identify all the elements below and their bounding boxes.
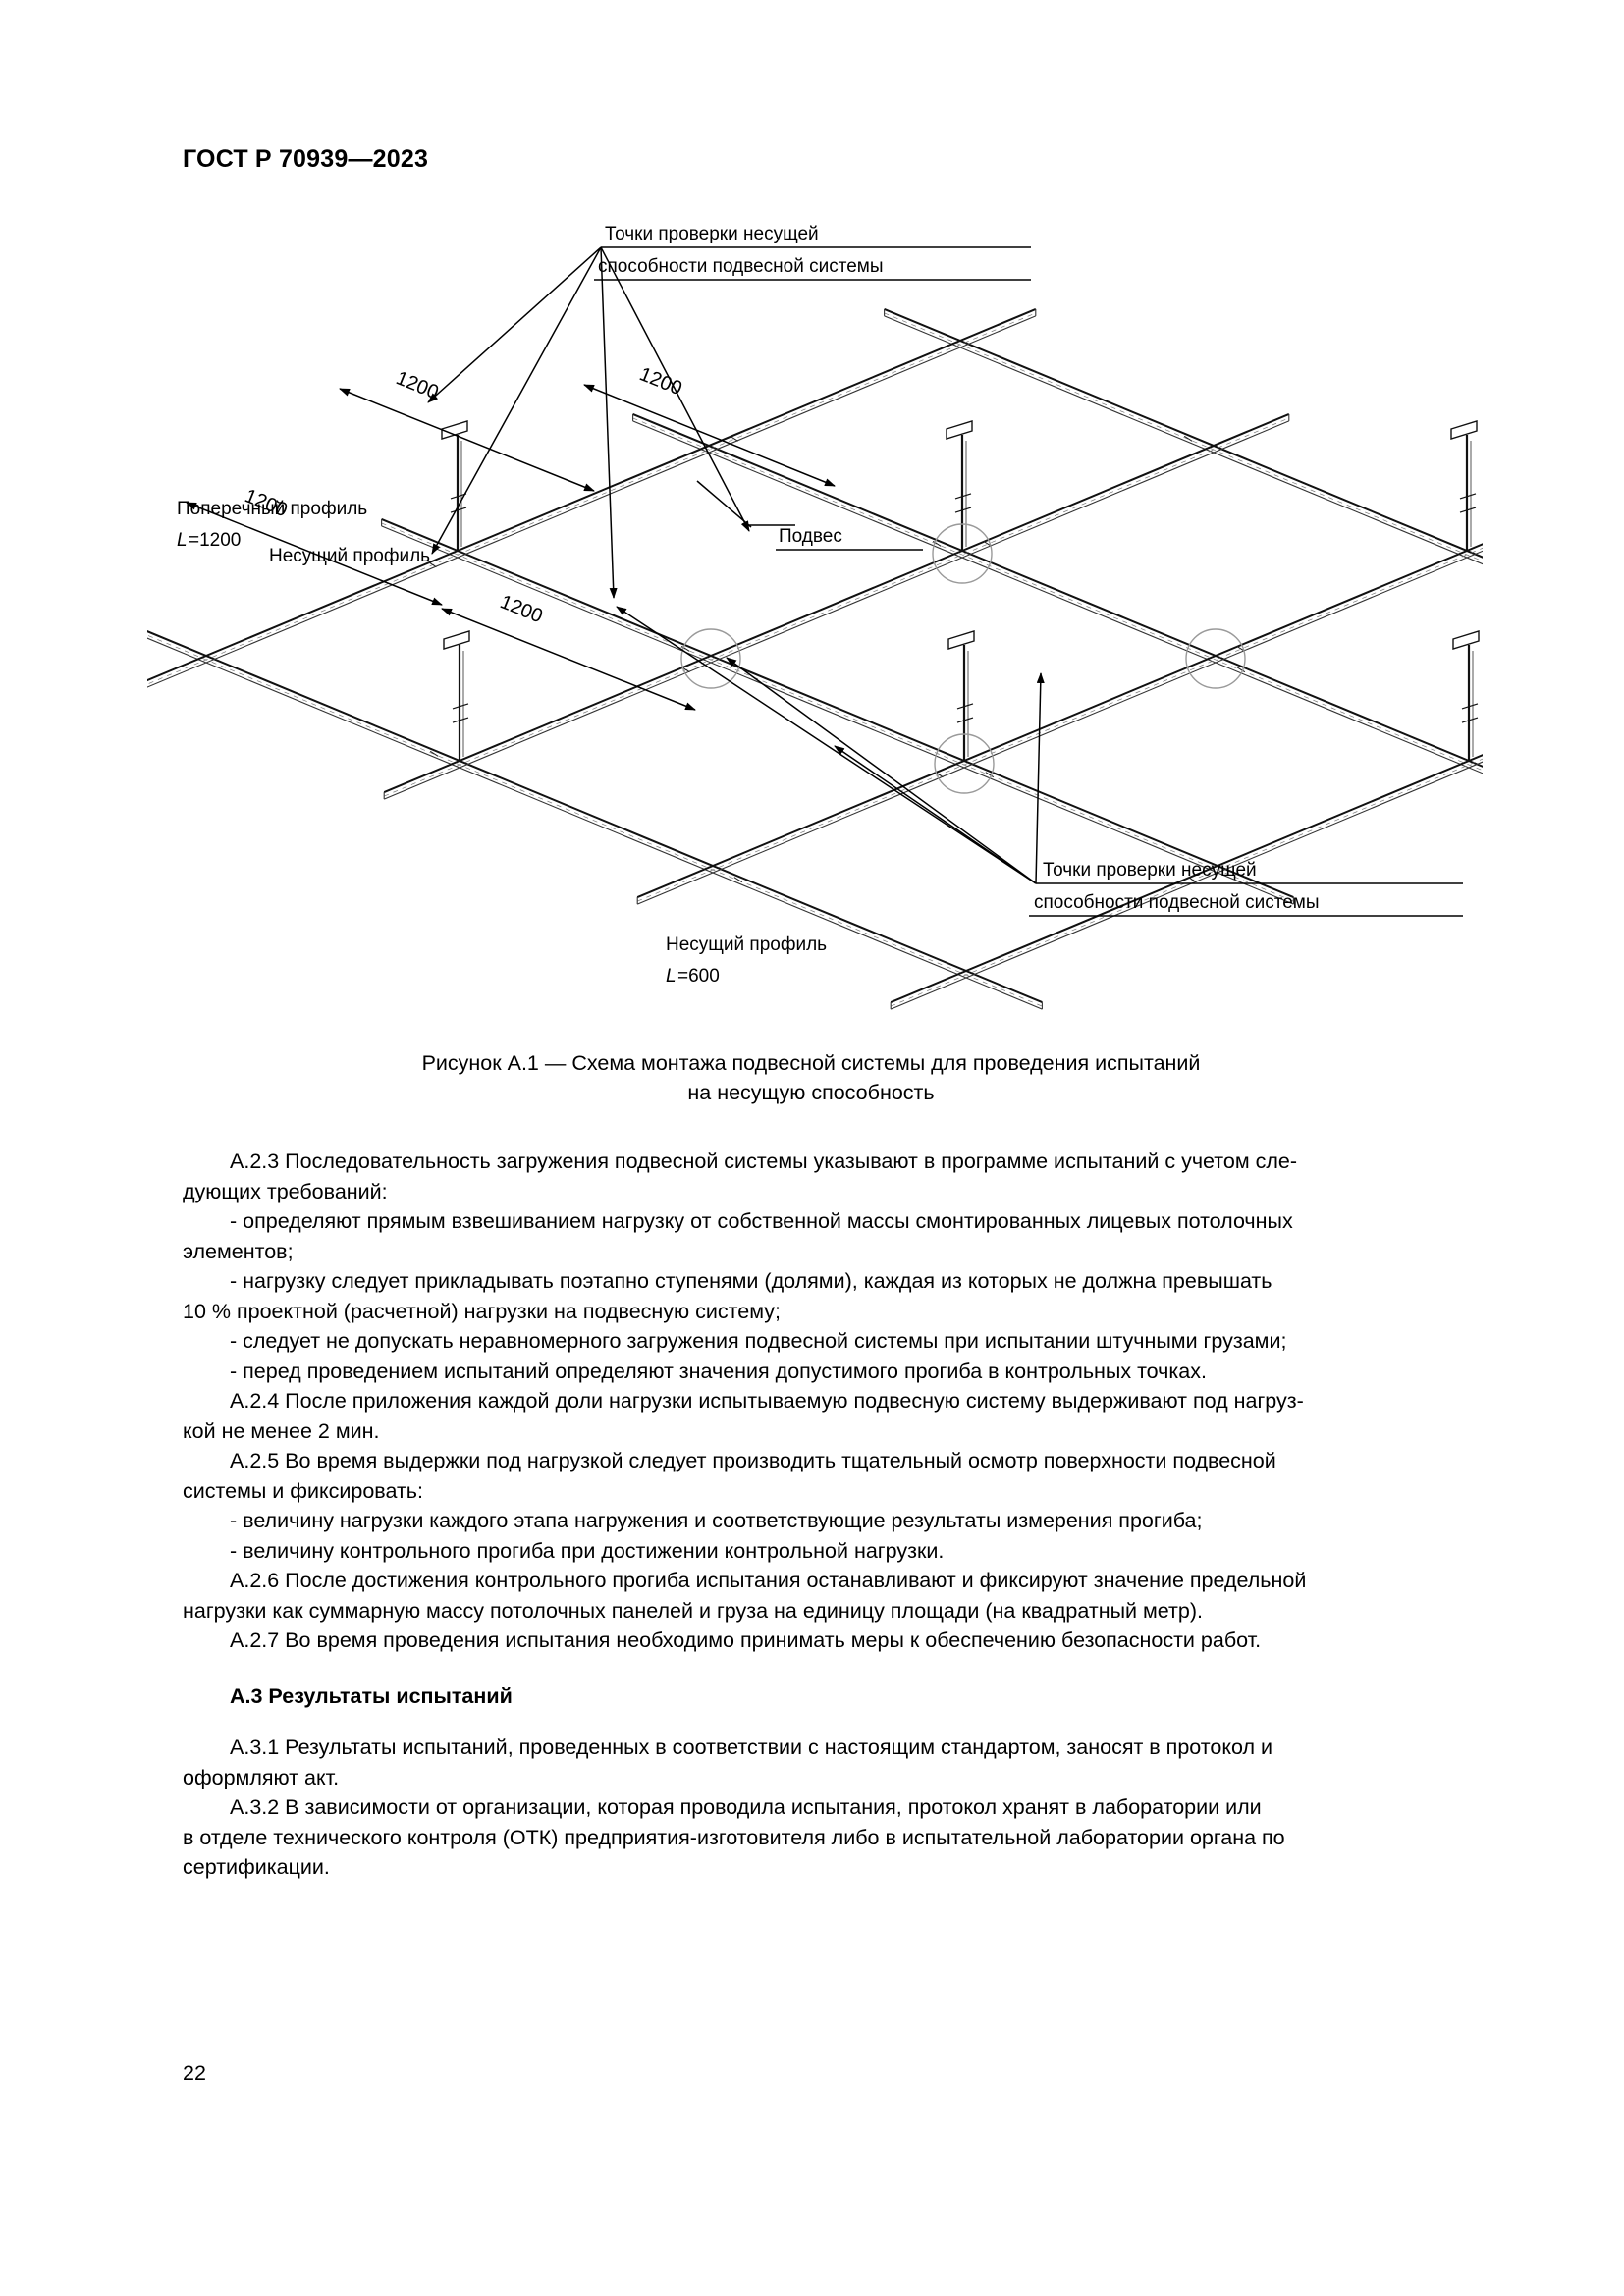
dimension-1200-d: 1200 — [497, 591, 546, 627]
dimension-1200-b: 1200 — [636, 363, 685, 400]
paragraph-a31-line2: оформляют акт. — [183, 1765, 340, 1789]
paragraph-a23-line1: А.2.3 Последовательность загружения подв… — [230, 1149, 1297, 1173]
label-cross-profile-line1: Поперечный профиль — [177, 499, 367, 519]
bullet-1-line1: - определяют прямым взвешиванием нагрузк… — [230, 1209, 1293, 1233]
paragraph-a27: А.2.7 Во время проведения испытания необ… — [230, 1629, 1262, 1652]
paragraph-a31-line1: А.3.1 Результаты испытаний, проведенных … — [230, 1735, 1272, 1759]
heading-a3: А.3 Результаты испытаний — [230, 1683, 513, 1708]
bullet-6: - величину контрольного прогиба при дост… — [230, 1538, 945, 1563]
hanger — [1452, 630, 1480, 761]
hanger — [443, 630, 470, 761]
check-point-circle — [680, 628, 741, 689]
dimension-lines — [186, 384, 836, 711]
figure-a1-drawing: Точки проверки несущей способности подве… — [147, 196, 1483, 1041]
bullet-5: - величину нагрузки каждого этапа нагруж… — [230, 1509, 1203, 1532]
figure-caption: Рисунок А.1 — Схема монтажа подвесной си… — [183, 1048, 1439, 1107]
check-point-circle — [932, 523, 993, 584]
paragraph-a26-line1: А.2.6 После достижения контрольного прог… — [230, 1569, 1307, 1592]
paragraph-a32-line3: сертификации. — [183, 1855, 330, 1879]
label-check-points-top-line2: способности подвесной системы — [598, 256, 883, 277]
label-check-points-bottom-line1: Точки проверки несущей — [1043, 860, 1257, 881]
figure-caption-line1: Рисунок А.1 — Схема монтажа подвесной си… — [421, 1051, 1201, 1075]
paragraph-a32-line1: А.3.2 В зависимости от организации, кото… — [230, 1795, 1262, 1819]
paragraph-a23-line2: дующих требований: — [183, 1179, 388, 1203]
bullet-2-line1: - нагрузку следует прикладывать поэтапно… — [230, 1269, 1272, 1293]
hanger — [947, 630, 975, 761]
hanger — [1450, 420, 1478, 551]
bullet-4: - перед проведением испытаний определяют… — [230, 1359, 1207, 1383]
document-standard-header: ГОСТ Р 70939—2023 — [183, 145, 429, 173]
label-main-profile-600-value: =600 — [677, 966, 720, 987]
paragraph-a32-line2: в отделе технического контроля (ОТК) пре… — [183, 1825, 1285, 1849]
body-content: А.2.3 Последовательность загружения подв… — [183, 1147, 1445, 1883]
figure-caption-line2: на несущую способность — [687, 1081, 935, 1104]
hanger — [441, 420, 468, 551]
label-cross-profile-value: =1200 — [189, 530, 241, 551]
bullet-1-line2: элементов; — [183, 1239, 294, 1263]
bullet-3: - следует не допускать неравномерного за… — [230, 1329, 1287, 1353]
label-cross-profile-var: L — [177, 530, 188, 551]
check-point-circle — [1185, 628, 1246, 689]
dimension-1200-a: 1200 — [393, 367, 442, 403]
label-main-profile-left: Несущий профиль — [269, 546, 430, 566]
label-check-points-top-line1: Точки проверки несущей — [605, 224, 819, 244]
paragraph-a25-line1: А.2.5 Во время выдержки под нагрузкой сл… — [230, 1449, 1276, 1472]
label-check-points-bottom-line2: способности подвесной системы — [1034, 892, 1319, 913]
paragraph-a24-line2: кой не менее 2 мин. — [183, 1418, 380, 1443]
hanger-group — [441, 420, 1480, 761]
paragraph-a25-line2: системы и фиксировать: — [183, 1478, 423, 1503]
paragraph-a26-line2: нагрузки как суммарную массу потолочных … — [183, 1598, 1203, 1623]
suspended-ceiling-isometric-svg: Точки проверки несущей способности подве… — [147, 224, 1483, 1010]
label-main-profile-600-var: L — [666, 966, 677, 987]
grid-lattice — [147, 307, 1483, 1010]
hanger — [946, 420, 973, 551]
check-point-circle — [934, 733, 995, 794]
label-main-profile-600-line1: Несущий профиль — [666, 934, 827, 955]
paragraph-a24-line1: А.2.4 После приложения каждой доли нагру… — [230, 1389, 1304, 1413]
bullet-2-line2: 10 % проектной (расчетной) нагрузки на п… — [183, 1299, 781, 1323]
label-hanger: Подвес — [779, 526, 842, 547]
page-number: 22 — [183, 2061, 206, 2085]
